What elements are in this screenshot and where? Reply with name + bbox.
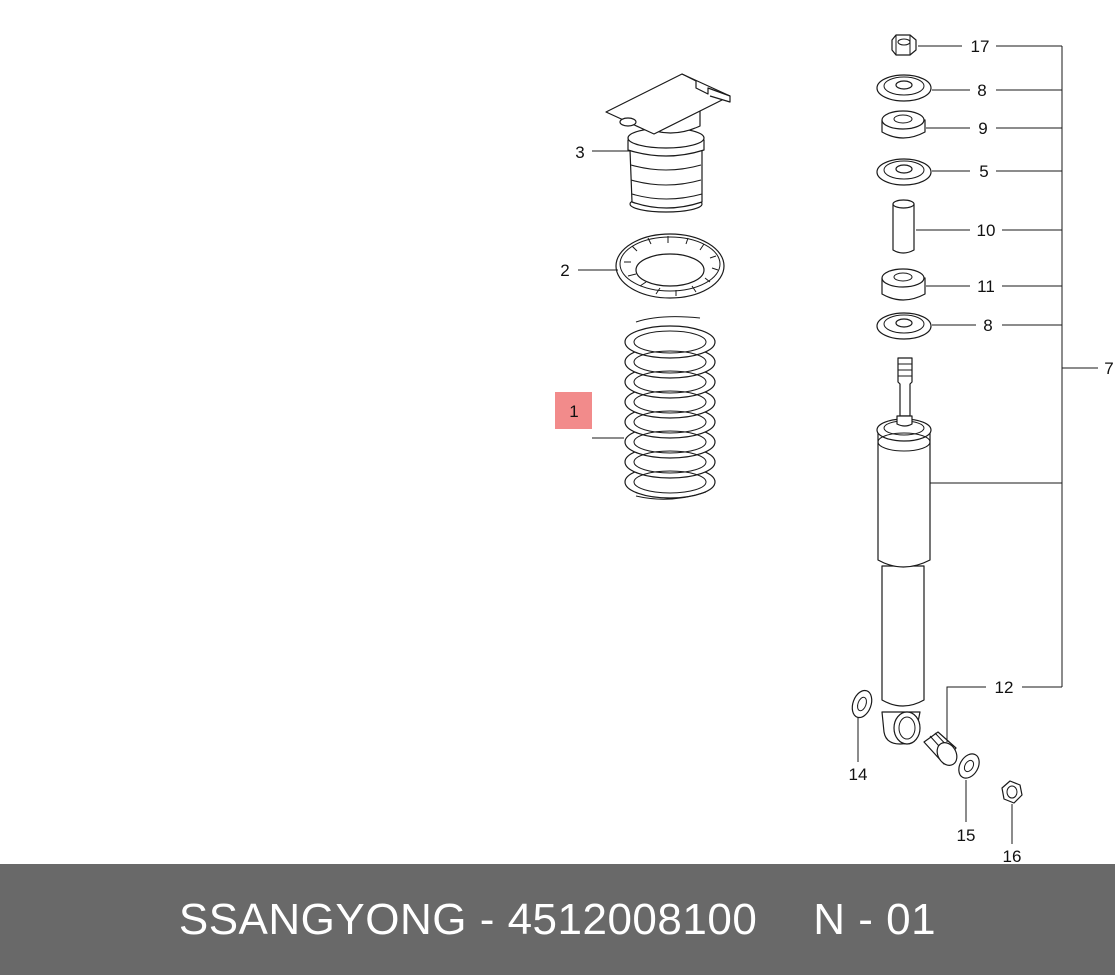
- exploded-view-svg: 1 2 3 17 8 9 5 10 11 8 7 12 14 15 16: [555, 34, 1114, 864]
- coil-spring-part: [624, 316, 716, 500]
- callout-3: 3: [575, 143, 584, 162]
- callout-8-upper: 8: [977, 81, 986, 100]
- highlight-box-1: [555, 392, 592, 429]
- cup-washer-lower-part: [876, 312, 932, 340]
- callout-1: 1: [569, 402, 578, 421]
- callout-8-lower: 8: [983, 316, 992, 335]
- upper-bushing-part: [881, 110, 926, 139]
- callout-14: 14: [849, 765, 868, 784]
- callout-labels: 1 2 3 17 8 9 5 10 11 8 7 12 14 15 16: [560, 37, 1113, 864]
- spring-seat-part: [615, 233, 725, 299]
- callout-9: 9: [978, 119, 987, 138]
- callout-12: 12: [995, 678, 1014, 697]
- lower-nut-part: [1001, 780, 1023, 804]
- washer-15-part: [958, 753, 980, 779]
- callout-7: 7: [1104, 359, 1113, 378]
- lower-bushing-part: [881, 268, 926, 301]
- callout-17: 17: [971, 37, 990, 56]
- spacer-tube-part: [892, 199, 915, 254]
- leader-lines: [578, 45, 1098, 844]
- footer-diagram-ref: N - 01: [813, 894, 937, 944]
- callout-10: 10: [977, 221, 996, 240]
- shock-absorber-part: [876, 357, 932, 745]
- callout-5: 5: [979, 162, 988, 181]
- callout-15: 15: [957, 826, 976, 845]
- eye-bushing-part: [923, 731, 958, 766]
- footer-brand-part-number: SSANGYONG - 4512008100: [178, 894, 758, 944]
- bump-stop-bracket-part: [605, 73, 731, 213]
- top-nut-part: [891, 34, 917, 56]
- cup-washer-middle-part: [876, 158, 932, 186]
- cup-washer-upper-part: [876, 74, 932, 102]
- parts-diagram: 1 2 3 17 8 9 5 10 11 8 7 12 14 15 16: [555, 34, 1114, 864]
- footer-bar: SSANGYONG - 4512008100 N - 01: [0, 864, 1115, 975]
- callout-16: 16: [1003, 847, 1022, 864]
- callout-2: 2: [560, 261, 569, 280]
- callout-11: 11: [977, 277, 995, 296]
- washer-14-part: [851, 689, 873, 719]
